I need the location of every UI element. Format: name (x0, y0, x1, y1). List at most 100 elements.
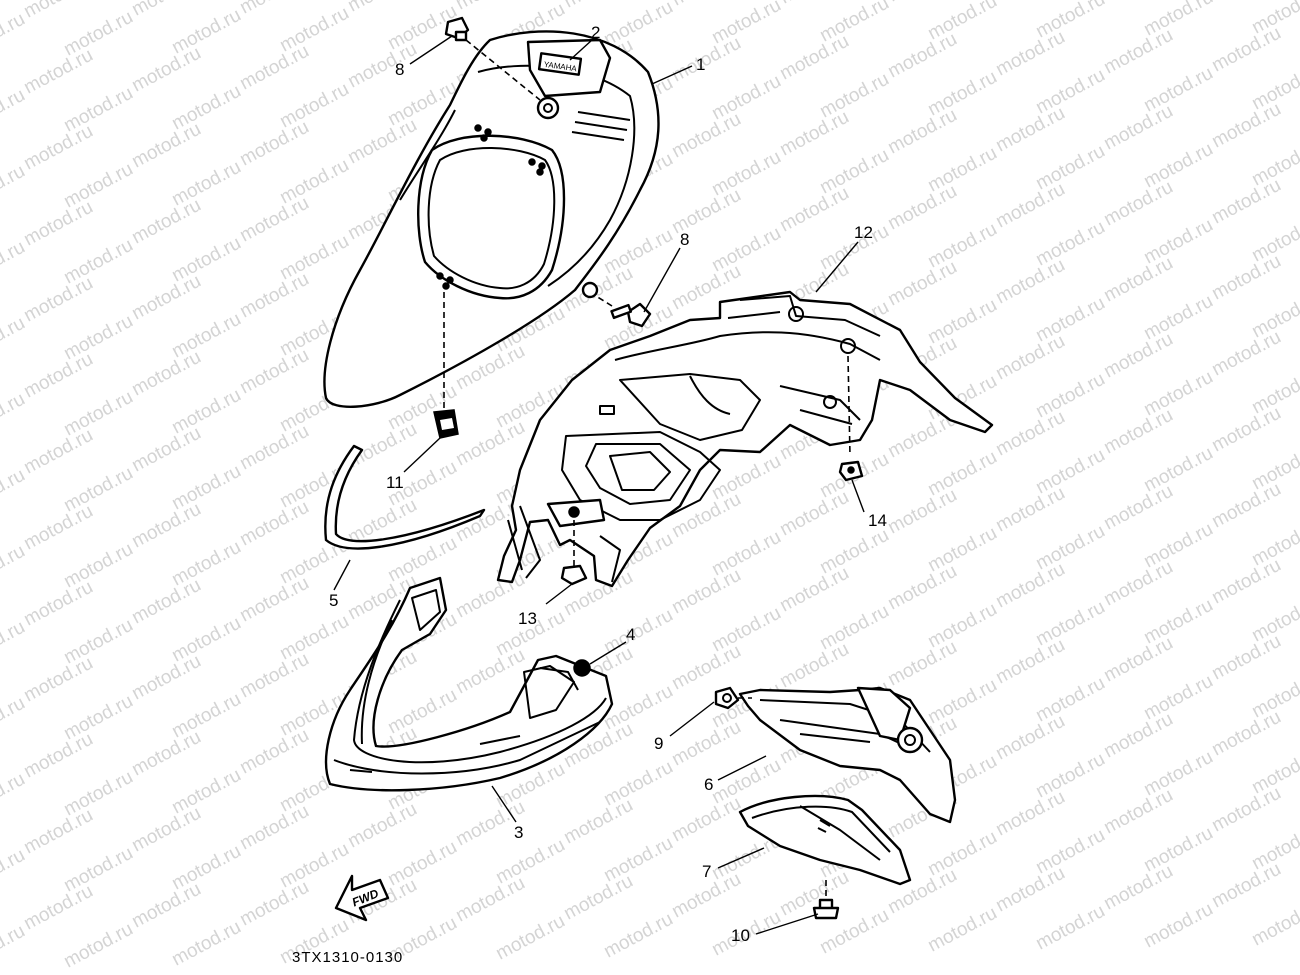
callout-labels: 1 2 3 4 5 6 7 8 8 9 10 11 12 13 14 (329, 23, 887, 945)
watermark-text: motod.ru (992, 331, 1068, 385)
diagram-code: 3TX1310-0130 (292, 949, 403, 966)
watermark-text: motod.ru (776, 0, 852, 8)
watermark-text: motod.ru (0, 693, 29, 747)
nut-part-14 (838, 355, 864, 482)
leader-lines (333, 35, 865, 935)
watermark-text: motod.ru (992, 635, 1068, 689)
watermark-text: motod.ru (236, 497, 312, 551)
watermark-text: motod.ru (0, 161, 29, 215)
watermark-text: motod.ru (1140, 899, 1216, 953)
watermark-text: motod.ru (1032, 901, 1108, 955)
watermark-text: motod.ru (668, 109, 744, 163)
watermark-text: motod.ru (20, 881, 96, 935)
watermark-text: motod.ru (128, 423, 204, 477)
watermark-text: motod.ru (20, 501, 96, 555)
watermark-text: motod.ru (0, 389, 29, 443)
callout-2: 2 (591, 23, 600, 42)
watermark-text: motod.ru (0, 617, 29, 671)
watermark-text: motod.ru (0, 465, 29, 519)
nut-part-13 (560, 520, 588, 586)
watermark-text: motod.ru (236, 573, 312, 627)
watermark-text: motod.ru (1208, 99, 1284, 153)
seal-strip-part-5 (324, 444, 486, 550)
watermark-text: motod.ru (668, 717, 744, 771)
watermark-text: motod.ru (668, 565, 744, 619)
watermark-text: motod.ru (128, 499, 204, 553)
watermark-text: motod.ru (20, 273, 96, 327)
watermark-text: motod.ru (1208, 175, 1284, 229)
watermark-text: motod.ru (20, 805, 96, 859)
watermark-text: motod.ru (168, 917, 244, 971)
watermark-text: motod.ru (1100, 861, 1176, 915)
watermark-text: motod.ru (128, 43, 204, 97)
watermark-text: motod.ru (20, 45, 96, 99)
watermark-text: motod.ru (992, 103, 1068, 157)
watermark-text: motod.ru (128, 0, 204, 20)
watermark-text: motod.ru (884, 561, 960, 615)
watermark-text: motod.ru (236, 345, 312, 399)
callout-8-top: 8 (395, 60, 404, 79)
callout-1: 1 (696, 55, 705, 74)
watermark-text: motod.ru (20, 0, 96, 22)
watermark-text: motod.ru (884, 637, 960, 691)
watermark-text: motod.ru (1208, 403, 1284, 457)
watermark-text: motod.ru (1100, 785, 1176, 839)
screw-part-8-top (444, 16, 541, 101)
watermark-text: motod.ru (1208, 479, 1284, 533)
watermark-text: motod.ru (992, 179, 1068, 233)
watermark-text: motod.ru (924, 903, 1000, 957)
watermark-text: motod.ru (0, 9, 29, 63)
watermark-text: motod.ru (236, 877, 312, 931)
watermark-text: motod.ru (60, 919, 136, 973)
watermark-text: motod.ru (884, 29, 960, 83)
watermark-text: motod.ru (0, 845, 29, 899)
watermark-text: motod.ru (992, 0, 1068, 4)
watermark-text: motod.ru (236, 0, 312, 18)
watermark-text: motod.ru (344, 39, 420, 93)
watermark-text: motod.ru (236, 649, 312, 703)
inner-fender-part-12 (496, 290, 994, 588)
watermark-text: motod.ru (20, 577, 96, 631)
watermark-text: motod.ru (992, 863, 1068, 917)
watermark-text: motod.ru (1100, 481, 1176, 535)
watermark-text: motod.ru (1100, 177, 1176, 231)
watermark-text: motod.ru (0, 541, 29, 595)
watermark-text: motod.ru (1100, 557, 1176, 611)
watermark-text: motod.ru (128, 651, 204, 705)
watermark-text: motod.ru (1208, 631, 1284, 685)
watermark-text: motod.ru (1100, 25, 1176, 79)
watermark-text: motod.ru (128, 271, 204, 325)
watermark-text: motod.ru (128, 803, 204, 857)
watermark-text: motod.ru (128, 347, 204, 401)
watermark-text: motod.ru (668, 641, 744, 695)
watermark-text: motod.ru (20, 349, 96, 403)
watermark-text: motod.ru (668, 793, 744, 847)
watermark-text: motod.ru (1208, 251, 1284, 305)
callout-9: 9 (654, 734, 663, 753)
watermark-text: motod.ru (776, 639, 852, 693)
watermark-text: motod.ru (776, 487, 852, 541)
watermark-text: motod.ru (20, 729, 96, 783)
watermark-text: motod.ru (776, 107, 852, 161)
watermark-text: motod.ru (884, 105, 960, 159)
watermark-text: motod.ru (236, 193, 312, 247)
watermark-text: motod.ru (20, 653, 96, 707)
watermark-text: motod.ru (344, 0, 420, 16)
watermark-text: motod.ru (128, 727, 204, 781)
watermark-text: motod.ru (884, 181, 960, 235)
callout-7: 7 (702, 862, 711, 881)
watermark-text: motod.ru (992, 407, 1068, 461)
watermark-text: motod.ru (0, 85, 29, 139)
callout-14: 14 (868, 511, 887, 530)
cover-plate-part-7 (738, 794, 912, 886)
watermark-text: motod.ru (492, 911, 568, 965)
watermark-text: motod.ru (668, 0, 744, 10)
watermark-text: motod.ru (560, 0, 636, 12)
watermark-text: motod.ru (992, 787, 1068, 841)
watermark-text: motod.ru (128, 119, 204, 173)
watermark-text: motod.ru (1208, 707, 1284, 761)
watermark-text: motod.ru (776, 563, 852, 617)
callout-8-right: 8 (680, 230, 689, 249)
watermark-text: motod.ru (1100, 0, 1176, 2)
watermark-text: motod.ru (1248, 897, 1300, 951)
